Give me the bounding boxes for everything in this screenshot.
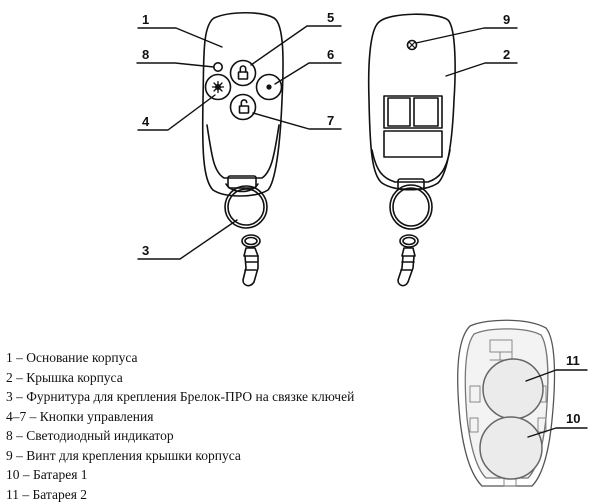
leader-1	[138, 28, 222, 47]
leader-2	[446, 63, 517, 76]
callout-9: 9	[503, 12, 510, 27]
open-case	[458, 320, 555, 486]
star-button	[206, 75, 231, 100]
callout-11: 11	[566, 353, 580, 368]
leader-8	[137, 63, 214, 67]
front-keyring	[225, 186, 267, 286]
battery-1-icon	[480, 417, 542, 479]
legend-item: 8 – Светодиодный индикатор	[6, 426, 354, 446]
leader-3	[138, 220, 237, 259]
legend-item: 1 – Основание корпуса	[6, 348, 354, 368]
battery-2-icon	[483, 359, 543, 419]
leader-9	[416, 28, 517, 43]
legend-item: 4–7 – Кнопки управления	[6, 407, 354, 427]
callout-7: 7	[327, 113, 334, 128]
legend-item: 3 – Фурнитура для крепления Брелок-ПРО н…	[6, 387, 354, 407]
legend-item: 2 – Крышка корпуса	[6, 368, 354, 388]
dot-button	[257, 75, 282, 100]
callout-8: 8	[142, 47, 149, 62]
legend-item: 9 – Винт для крепления крышки корпуса	[6, 446, 354, 466]
callout-10: 10	[566, 411, 580, 426]
leader-6	[275, 63, 341, 84]
callout-2: 2	[503, 47, 510, 62]
back-fob	[369, 14, 455, 285]
back-keyring	[390, 185, 432, 286]
callout-6: 6	[327, 47, 334, 62]
callout-4: 4	[142, 114, 150, 129]
back-fob-label-window	[384, 96, 442, 157]
unlock-button	[231, 95, 256, 120]
front-fob	[203, 13, 283, 286]
callout-5: 5	[327, 10, 334, 25]
legend-item: 10 – Батарея 1	[6, 465, 354, 485]
screw-icon	[408, 41, 417, 50]
callout-1: 1	[142, 12, 149, 27]
legend-list: 1 – Основание корпуса 2 – Крышка корпуса…	[6, 348, 354, 504]
front-fob-body	[203, 13, 283, 196]
front-fob-base-line	[207, 125, 279, 178]
led-indicator-icon	[214, 63, 222, 71]
callout-3: 3	[142, 243, 149, 258]
legend-item: 11 – Батарея 2	[6, 485, 354, 504]
